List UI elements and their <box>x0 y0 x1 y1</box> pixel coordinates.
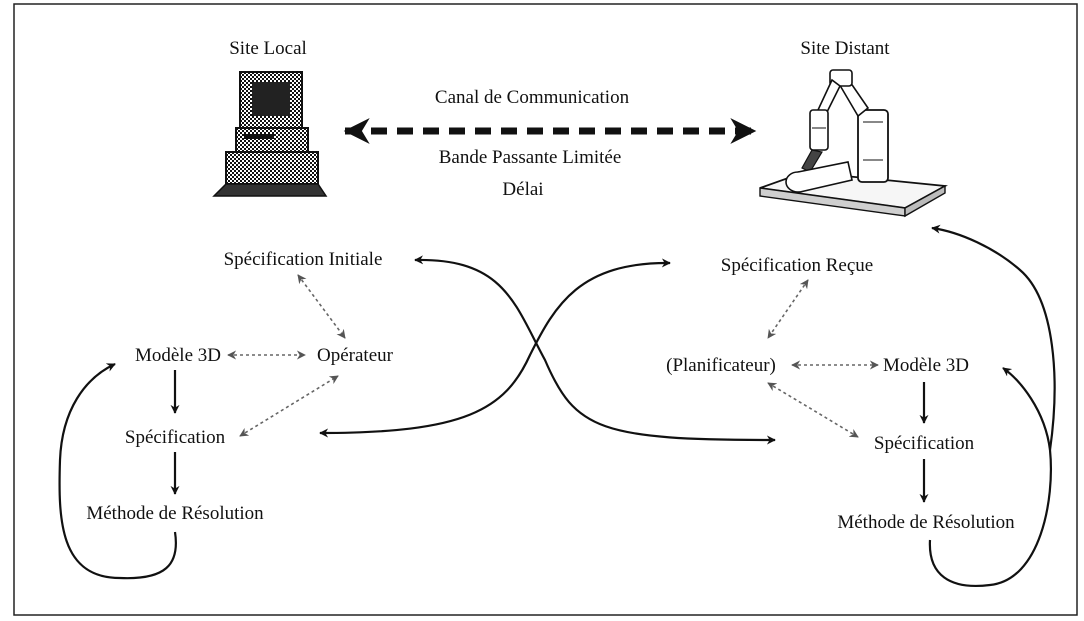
bandwidth-label: Bande Passante Limitée <box>439 147 622 168</box>
distant-specification: Spécification <box>874 433 975 454</box>
distant-planif-spec-link <box>767 382 859 438</box>
outer-frame <box>13 3 1078 616</box>
distant-spec-planif-link <box>767 279 809 339</box>
local-operateur: Opérateur <box>317 345 394 366</box>
local-modele-3d: Modèle 3D <box>135 345 221 366</box>
distant-planificateur: (Planificateur) <box>666 355 776 376</box>
site-local-label: Site Local <box>229 38 307 59</box>
local-feedback-loop <box>58 363 177 580</box>
channel-label: Canal de Communication <box>435 87 630 108</box>
distant-methode-resolution: Méthode de Résolution <box>837 512 1015 533</box>
site-distant-label: Site Distant <box>800 38 890 59</box>
operator-cross-arrow <box>319 258 671 438</box>
distant-to-robot-arrow <box>931 224 1056 451</box>
delay-label: Délai <box>502 179 543 200</box>
robot-arm-icon <box>759 69 948 218</box>
computer-workstation-icon <box>212 71 328 197</box>
local-methode-resolution: Méthode de Résolution <box>86 503 264 524</box>
distant-spec-recue: Spécification Reçue <box>721 255 873 276</box>
spec-cross-arrow <box>414 255 776 445</box>
local-spec-operateur-link-2 <box>239 375 339 437</box>
distant-feedback-loop <box>928 367 1052 587</box>
distant-modele-3d: Modèle 3D <box>883 355 969 376</box>
local-spec-initiale: Spécification Initiale <box>224 249 383 270</box>
local-spec-operateur-link <box>297 274 346 339</box>
local-specification: Spécification <box>125 427 226 448</box>
